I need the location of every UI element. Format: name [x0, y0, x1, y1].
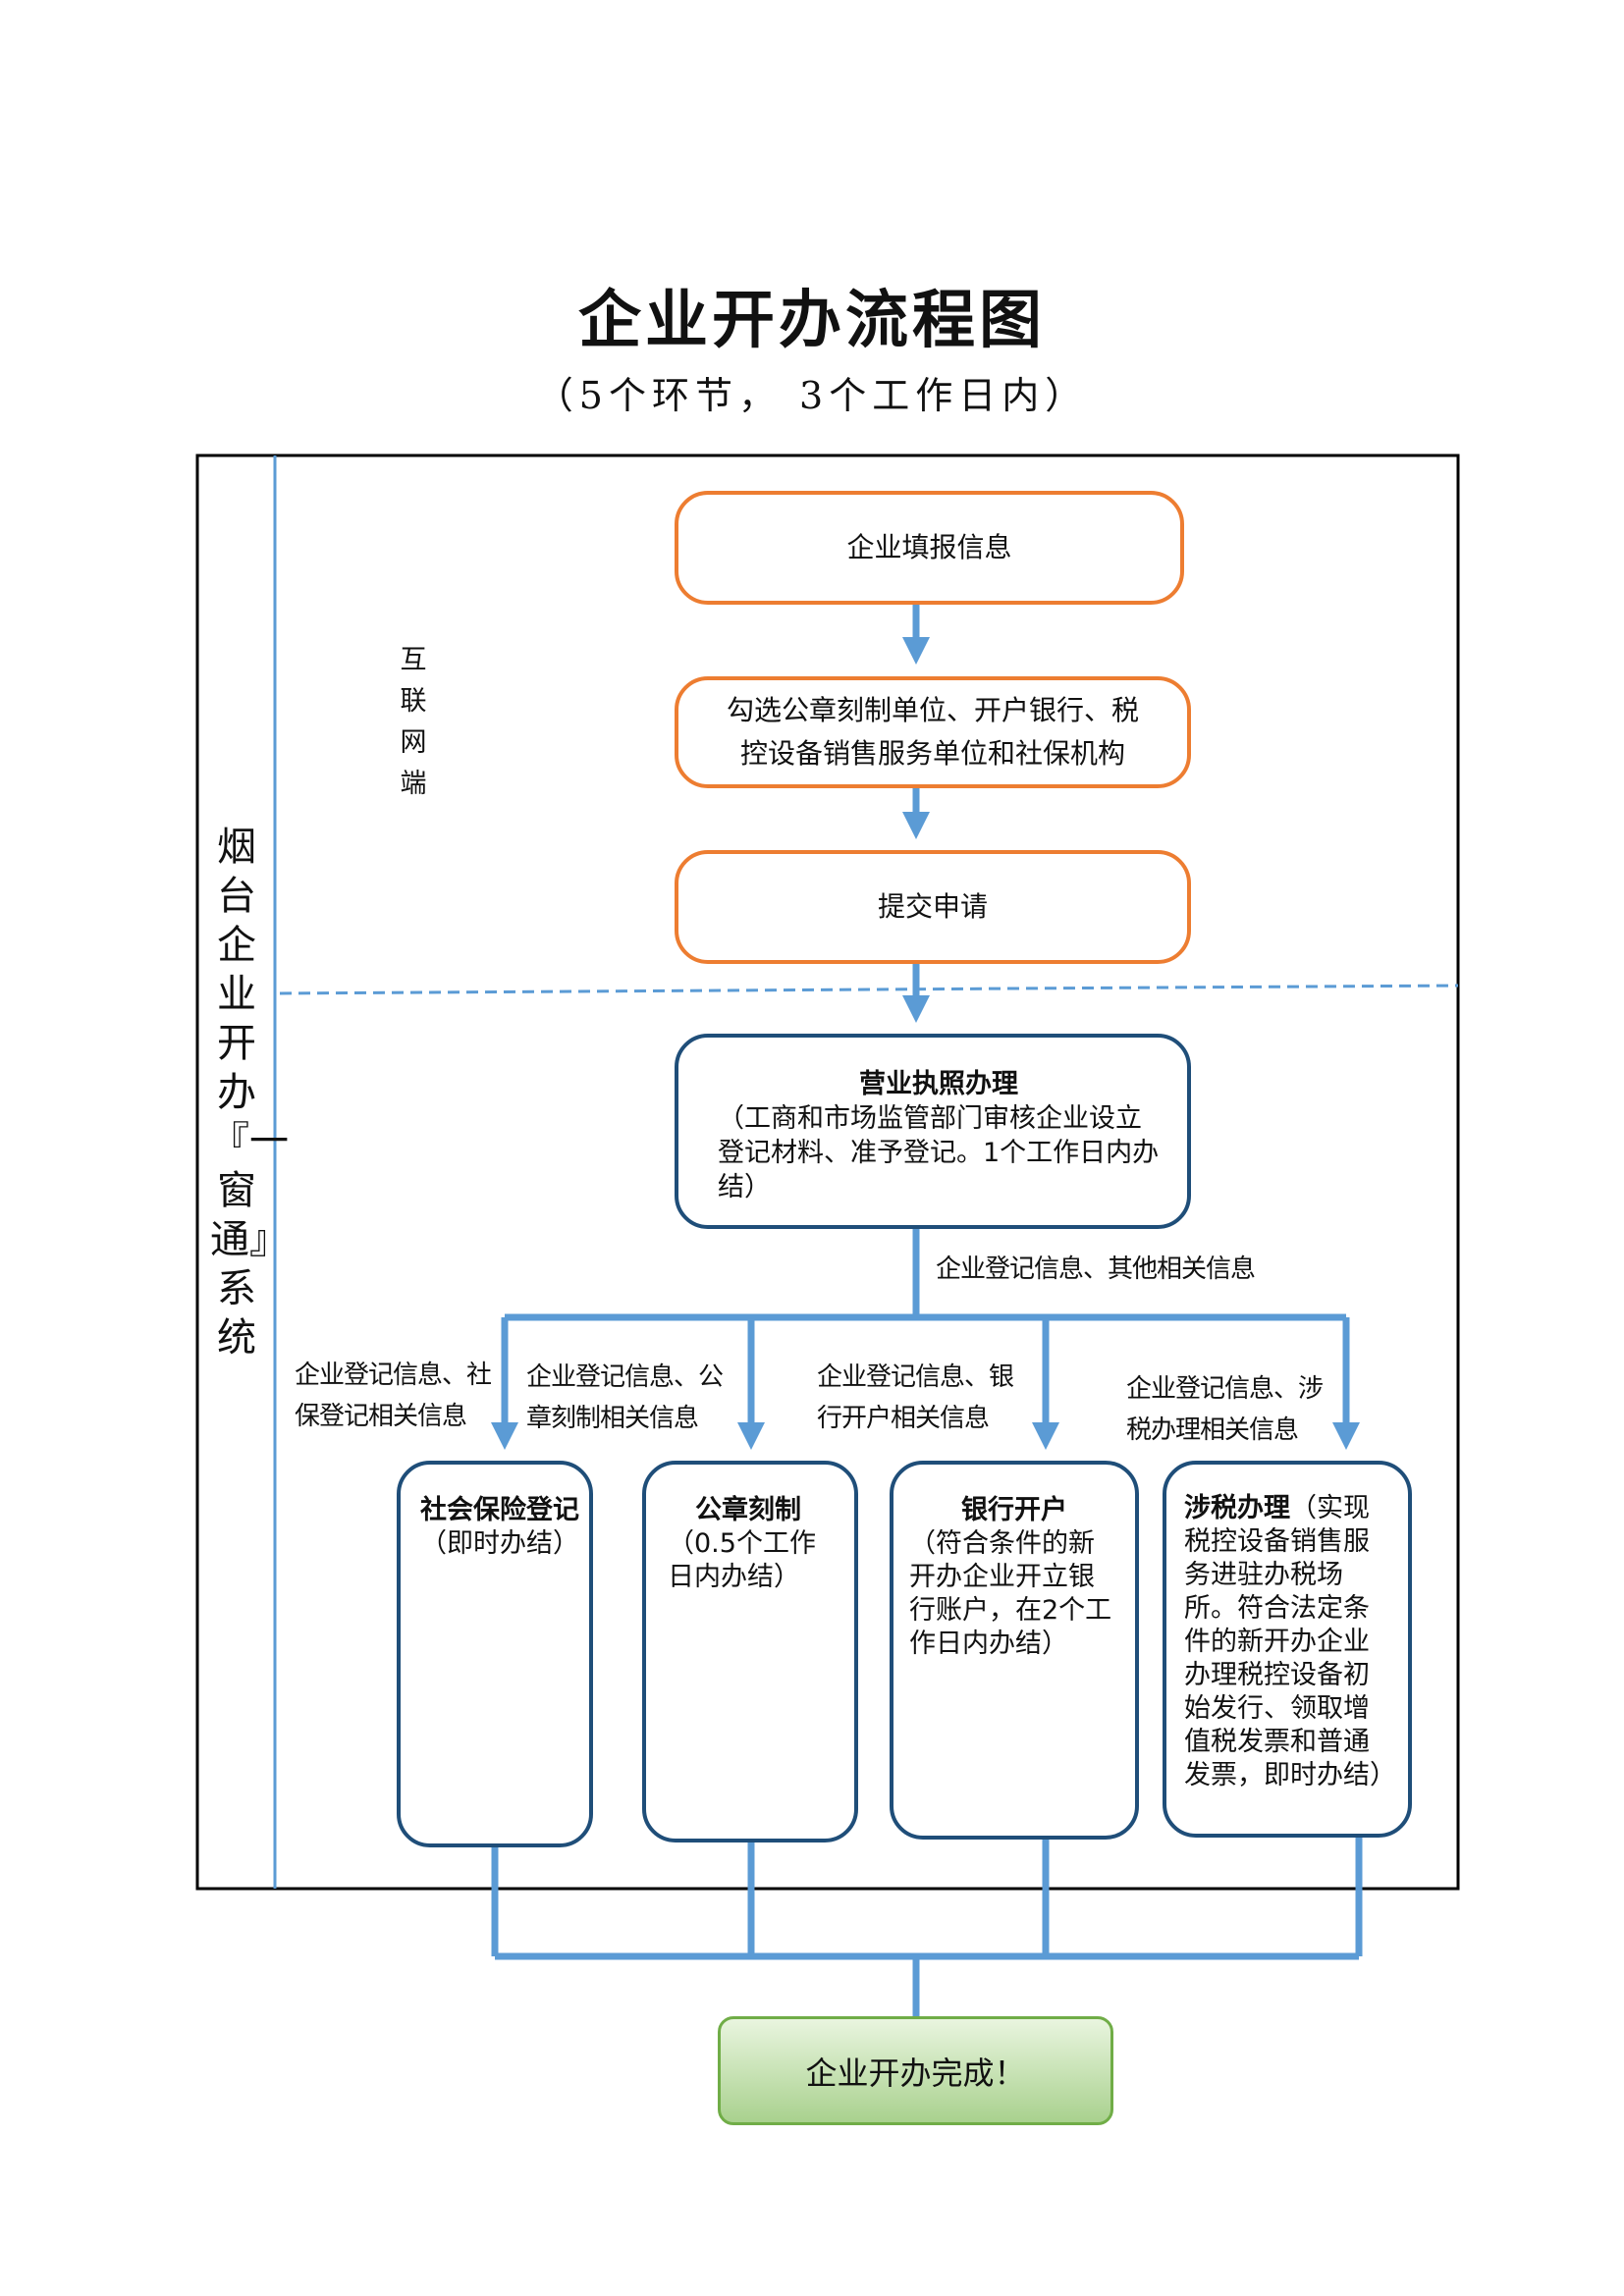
step-bank-body: （符合条件的新开办企业开立银行账户，在2个工作日内办结）	[909, 1528, 1112, 1659]
step-license: 营业执照办理 （工商和市场监管部门审核企业设立登记材料、准予登记。1个工作日内办…	[675, 1034, 1191, 1229]
step-tax-title: 涉税办理	[1184, 1493, 1290, 1523]
step-seal: 公章刻制 （0.5个工作日内办结）	[642, 1461, 858, 1842]
step-done-label: 企业开办完成！	[805, 2054, 1026, 2092]
step-social-body: （即时办结）	[420, 1528, 579, 1559]
edge-label-seal: 企业登记信息、公章刻制相关信息	[526, 1362, 724, 1433]
step-license-title: 营业执照办理	[859, 1069, 1018, 1099]
system-frame	[195, 454, 1460, 1891]
edge-label-license-out: 企业登记信息、其他相关信息	[936, 1255, 1256, 1284]
step-social-title: 社会保险登记	[420, 1495, 579, 1525]
step-submit: 提交申请	[675, 850, 1191, 964]
step-fill-info: 企业填报信息	[675, 491, 1184, 605]
step-bank-title: 银行开户	[961, 1495, 1067, 1525]
edge-label-tax: 企业登记信息、涉税办理相关信息	[1126, 1374, 1324, 1445]
system-label: 烟台企业开办『一窗通』系统	[210, 825, 289, 1361]
page-subtitle: （5个环节， 3个工作日内）	[535, 374, 1089, 417]
step-tax-body: （实现税控设备销售服务进驻办税场所。符合法定条件的新开办企业办理税控设备初始发行…	[1184, 1493, 1396, 1790]
step-done: 企业开办完成！	[718, 2016, 1113, 2125]
step-tax: 涉税办理（实现税控设备销售服务进驻办税场所。符合法定条件的新开办企业办理税控设备…	[1163, 1461, 1412, 1838]
step-bank: 银行开户 （符合条件的新开办企业开立银行账户，在2个工作日内办结）	[890, 1461, 1139, 1840]
step-license-body: （工商和市场监管部门审核企业设立登记材料、准予登记。1个工作日内办结）	[718, 1103, 1160, 1202]
step-seal-body: （0.5个工作日内办结）	[668, 1528, 816, 1592]
step-seal-title: 公章刻制	[695, 1495, 801, 1525]
page-title: 企业开办流程图	[578, 284, 1046, 357]
zone-label-internet: 互联网端	[400, 645, 427, 799]
step-submit-label: 提交申请	[877, 890, 988, 923]
step-select-units-label: 勾选公章刻制单位、开户银行、税控设备销售服务单位和社保机构	[726, 694, 1139, 770]
edge-label-bank: 企业登记信息、银行开户相关信息	[817, 1362, 1014, 1433]
edge-label-social: 企业登记信息、社保登记相关信息	[295, 1361, 492, 1431]
step-fill-info-label: 企业填报信息	[846, 531, 1012, 563]
zone-divider	[279, 984, 1459, 995]
step-select-units: 勾选公章刻制单位、开户银行、税控设备销售服务单位和社保机构	[675, 676, 1191, 788]
connectors	[491, 605, 1363, 2016]
step-social: 社会保险登记 （即时办结）	[397, 1461, 593, 1847]
